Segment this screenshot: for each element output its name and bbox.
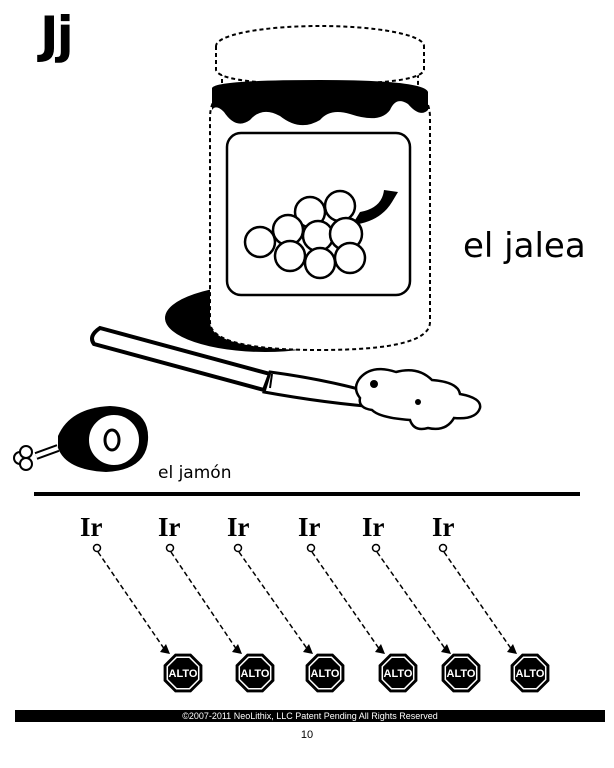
trace-path-1[interactable]: Ir: [80, 512, 170, 654]
stop-sign-icon: ALTO: [378, 653, 418, 693]
word-jalea: el jalea: [463, 226, 586, 266]
trace-path-2[interactable]: Ir: [158, 512, 242, 654]
letter-heading: Jj: [40, 6, 74, 64]
ham-illustration: [13, 406, 149, 472]
stop-sign-label: ALTO: [516, 668, 545, 680]
stop-sign-icon: ALTO: [441, 653, 481, 693]
divider-rule: [34, 492, 580, 496]
trace-path-3[interactable]: Ir: [227, 512, 313, 654]
stop-signs: ALTO ALTO ALTO ALTO ALTO ALTO: [163, 653, 550, 693]
trace-path-5[interactable]: Ir: [362, 512, 451, 654]
tracing-paths: Ir Ir Ir Ir Ir: [80, 512, 517, 654]
stop-sign-label: ALTO: [447, 668, 476, 680]
trace-path-6[interactable]: Ir: [432, 512, 517, 654]
ir-label: Ir: [298, 512, 321, 542]
stop-sign-label: ALTO: [241, 668, 270, 680]
ir-label: Ir: [362, 512, 385, 542]
stop-sign-icon: ALTO: [235, 653, 275, 693]
stop-sign-icon: ALTO: [510, 653, 550, 693]
copyright-bar: ©2007-2011 NeoLithix, LLC Patent Pending…: [15, 710, 605, 722]
word-jamon: el jamón: [158, 463, 232, 483]
ir-label: Ir: [80, 512, 103, 542]
page-number: 10: [300, 729, 314, 741]
ir-label: Ir: [158, 512, 181, 542]
stop-sign-icon: ALTO: [163, 653, 203, 693]
trace-path-4[interactable]: Ir: [298, 512, 385, 654]
ir-label: Ir: [227, 512, 250, 542]
stop-sign-label: ALTO: [311, 668, 340, 680]
stop-sign-label: ALTO: [169, 668, 198, 680]
stop-sign-label: ALTO: [384, 668, 413, 680]
ir-label: Ir: [432, 512, 455, 542]
knife-illustration: [90, 325, 482, 431]
jelly-jar-illustration: [209, 25, 431, 352]
stop-sign-icon: ALTO: [305, 653, 345, 693]
